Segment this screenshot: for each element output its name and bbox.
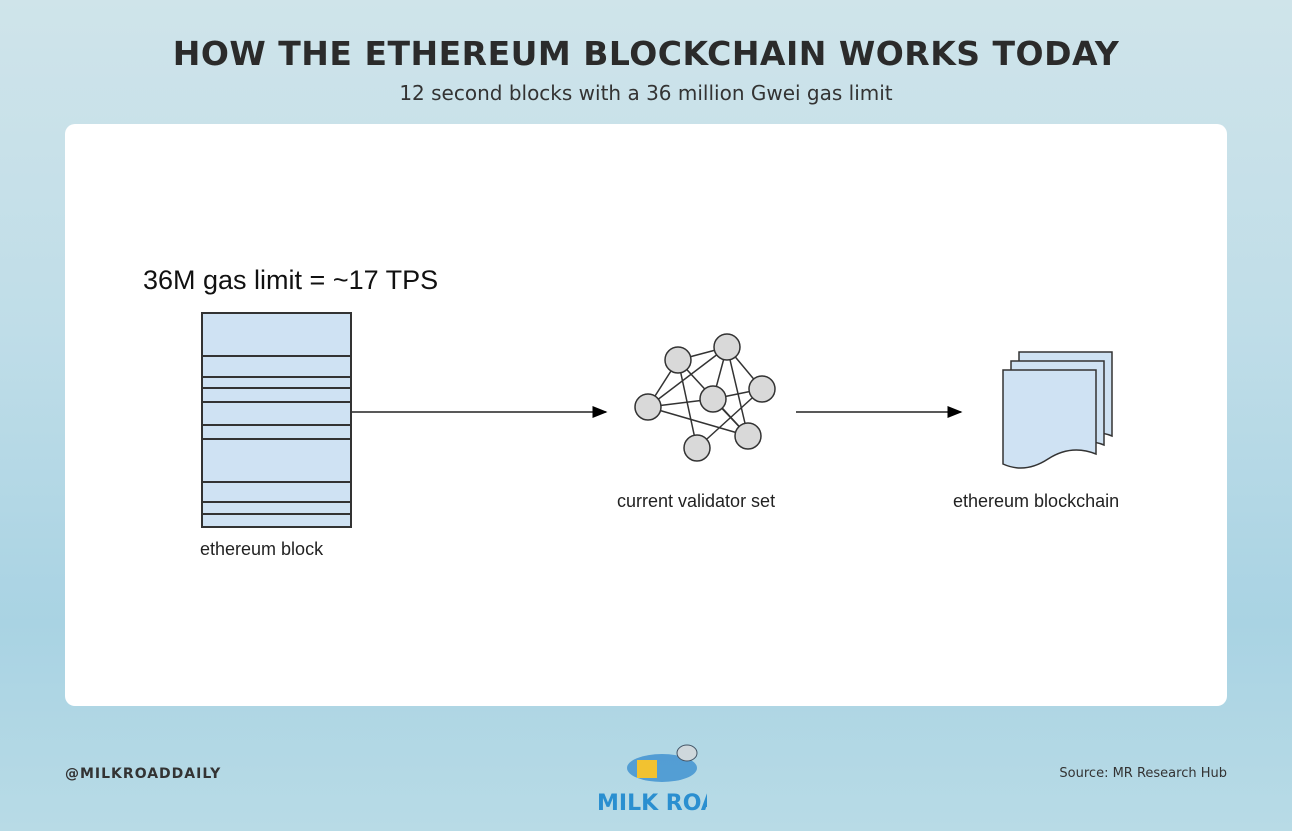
svg-text:MILK ROAD: MILK ROAD: [597, 791, 707, 816]
page-subtitle: 12 second blocks with a 36 million Gwei …: [399, 81, 893, 105]
blockchain-label: ethereum blockchain: [953, 491, 1119, 511]
source-note: Source: MR Research Hub: [1059, 766, 1227, 781]
validator-set-label: current validator set: [617, 491, 775, 511]
social-handle: @MILKROADDAILY: [65, 766, 222, 782]
ethereum-block-icon: [201, 312, 352, 528]
validator-network-icon: [634, 333, 776, 462]
page-title: HOW THE ETHEREUM BLOCKCHAIN WORKS TODAY: [172, 34, 1120, 73]
blockchain-documents-icon: [1002, 351, 1113, 469]
ethereum-block-label: ethereum block: [200, 539, 324, 559]
milk-road-logo: MILK ROAD: [597, 744, 707, 816]
gas-limit-label: 36M gas limit = ~17 TPS: [143, 265, 438, 295]
